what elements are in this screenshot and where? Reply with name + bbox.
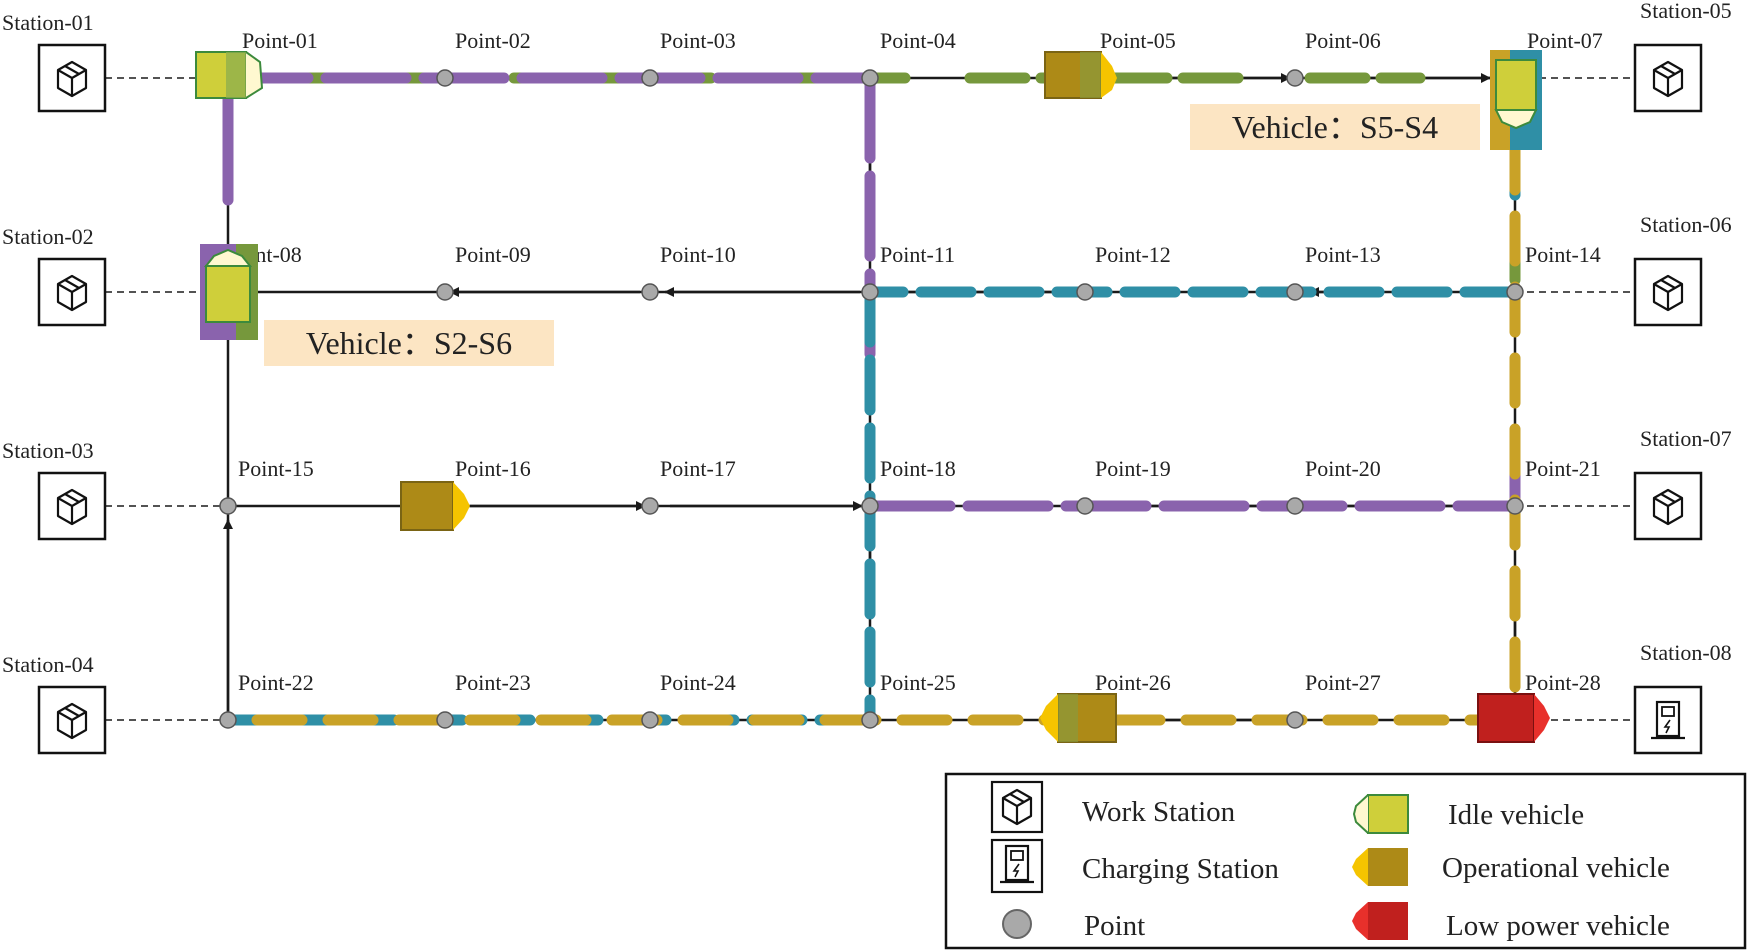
- point-label: Point-01: [242, 28, 318, 53]
- point-label: Point-22: [238, 670, 314, 695]
- point-marker[interactable]: [436, 283, 454, 301]
- station-st01[interactable]: Station-01: [2, 10, 107, 113]
- route-gold: [229, 139, 1521, 726]
- legend-low-power-vehicle: Low power vehicle: [1352, 902, 1670, 942]
- legend-idle-vehicle: Idle vehicle: [1352, 794, 1584, 834]
- vehicle-idle-point-08[interactable]: [200, 244, 258, 340]
- point-label: Point-19: [1095, 456, 1171, 481]
- point-marker[interactable]: [1076, 497, 1094, 515]
- legend-point: Point: [1002, 909, 1145, 942]
- point-marker[interactable]: [641, 69, 659, 87]
- point-label: Point-07: [1527, 28, 1603, 53]
- point-label: Point-23: [455, 670, 531, 695]
- stations-layer: Station-01Station-02Station-03Station-04…: [2, 0, 1732, 755]
- point-label: Point-06: [1305, 28, 1381, 53]
- station-st03[interactable]: Station-03: [2, 438, 107, 541]
- station-label: Station-05: [1640, 0, 1732, 23]
- point-label: Point-24: [660, 670, 736, 695]
- point-marker[interactable]: [436, 69, 454, 87]
- station-label: Station-07: [1640, 426, 1732, 451]
- vehicle-operational-point-16[interactable]: [400, 481, 470, 531]
- vehicle-operational-point-05[interactable]: [1044, 51, 1117, 99]
- point-label: Point-28: [1525, 670, 1601, 695]
- station-label: Station-04: [2, 652, 94, 677]
- point-label: Point-12: [1095, 242, 1171, 267]
- point-marker[interactable]: [1506, 283, 1524, 301]
- legend-label: Operational vehicle: [1442, 852, 1670, 884]
- point-marker[interactable]: [641, 283, 659, 301]
- point-marker[interactable]: [861, 283, 879, 301]
- point-marker[interactable]: [219, 497, 237, 515]
- vehicles: [195, 50, 1550, 743]
- station-label: Station-02: [2, 224, 94, 249]
- point-label: Point-14: [1525, 242, 1601, 267]
- vehicle-label-text: Vehicle：S5-S4: [1232, 109, 1438, 145]
- point-marker[interactable]: [1286, 497, 1304, 515]
- point-marker[interactable]: [219, 711, 237, 729]
- point-label: Point-18: [880, 456, 956, 481]
- point-marker[interactable]: [861, 497, 879, 515]
- vehicle-idle-point-01[interactable]: [195, 51, 264, 99]
- station-label: Station-03: [2, 438, 94, 463]
- vehicle-label-text: Vehicle：S2-S6: [306, 325, 512, 361]
- legend-label: Work Station: [1082, 796, 1236, 828]
- point-label: Point-15: [238, 456, 314, 481]
- station-label: Station-06: [1640, 212, 1732, 237]
- point-label: Point-10: [660, 242, 736, 267]
- legend-charging-station: Charging Station: [990, 838, 1279, 894]
- point-label: Point-25: [880, 670, 956, 695]
- point-marker[interactable]: [1506, 497, 1524, 515]
- station-label: Station-01: [2, 10, 94, 35]
- point-label: Point-09: [455, 242, 531, 267]
- station-st07[interactable]: Station-07: [1633, 426, 1732, 541]
- legend-work-station: Work Station: [990, 780, 1236, 834]
- points-layer: Point-01 Point-02 Point-03 Point-04 Point-05…: [219, 28, 1603, 729]
- point-label: Point-05: [1100, 28, 1176, 53]
- station-st05[interactable]: Station-05: [1633, 0, 1732, 113]
- point-marker[interactable]: [1286, 69, 1304, 87]
- station-label: Station-08: [1640, 640, 1732, 665]
- point-label: Point-03: [660, 28, 736, 53]
- point-label: Point-17: [660, 456, 736, 481]
- point-label: Point-11: [880, 242, 955, 267]
- station-st06[interactable]: Station-06: [1633, 212, 1732, 327]
- station-st02[interactable]: Station-02: [2, 224, 107, 327]
- point-marker[interactable]: [1286, 283, 1304, 301]
- point-marker[interactable]: [861, 69, 879, 87]
- station-st08[interactable]: Station-08: [1633, 640, 1732, 755]
- vehicle-idle-point-07[interactable]: [1490, 50, 1542, 150]
- vehicle-label-s5-s4: Vehicle：S5-S4: [1190, 104, 1480, 150]
- point-marker[interactable]: [861, 711, 879, 729]
- legend: Work Station Charging Station Point Idle…: [944, 772, 1747, 950]
- legend-label: Low power vehicle: [1446, 910, 1670, 942]
- legend-label: Point: [1084, 910, 1145, 942]
- station-st04[interactable]: Station-04: [2, 652, 107, 755]
- point-label: Point-04: [880, 28, 956, 53]
- legend-operational-vehicle: Operational vehicle: [1352, 848, 1670, 886]
- vehicle-low-power-point-28[interactable]: [1477, 693, 1550, 743]
- point-label: Point-21: [1525, 456, 1601, 481]
- legend-label: Idle vehicle: [1448, 799, 1584, 831]
- point-marker[interactable]: [1076, 283, 1094, 301]
- legend-label: Charging Station: [1082, 853, 1279, 885]
- point-marker[interactable]: [436, 711, 454, 729]
- point-label: Point-26: [1095, 670, 1171, 695]
- point-marker[interactable]: [641, 711, 659, 729]
- vehicle-label-s2-s6: Vehicle：S2-S6: [264, 320, 554, 366]
- point-label: Point-20: [1305, 456, 1381, 481]
- point-label: Point-02: [455, 28, 531, 53]
- point-label: Point-13: [1305, 242, 1381, 267]
- point-marker[interactable]: [1286, 711, 1304, 729]
- point-label: Point-16: [455, 456, 531, 481]
- vehicle-operational-point-26[interactable]: [1040, 693, 1117, 743]
- point-marker[interactable]: [641, 497, 659, 515]
- point-label: Point-27: [1305, 670, 1381, 695]
